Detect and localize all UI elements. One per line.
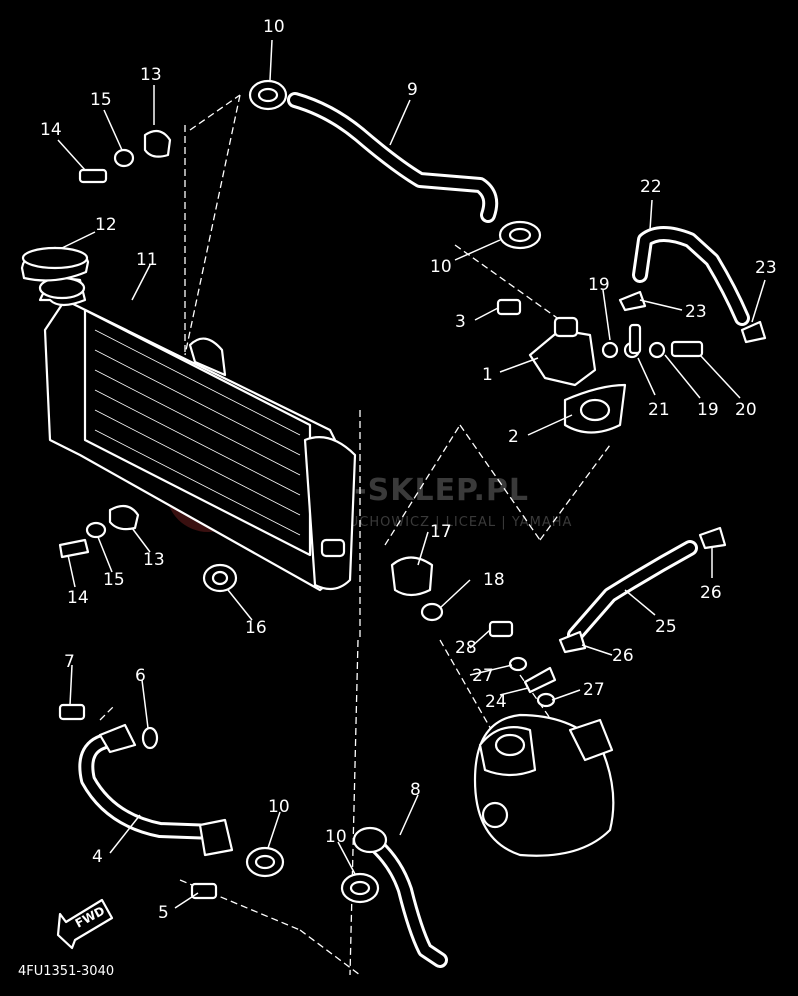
hose-clamps [245, 79, 542, 904]
callout-20: 20 [735, 400, 757, 420]
callout-18: 18 [483, 570, 505, 590]
callout-leaders [57, 39, 766, 909]
callout-27-left: 27 [472, 666, 494, 686]
small-parts [58, 129, 767, 900]
radiator-cap [20, 246, 90, 282]
hose-4 [78, 723, 234, 857]
callout-8: 8 [410, 780, 421, 800]
callout-22: 22 [640, 177, 662, 197]
callout-26-mid: 26 [612, 646, 634, 666]
callout-13-top: 13 [140, 65, 162, 85]
callout-13-bottom: 13 [143, 550, 165, 570]
hose-22 [632, 226, 750, 326]
callout-14-top: 14 [40, 120, 62, 140]
callout-25: 25 [655, 617, 677, 637]
thermostat-housing [390, 316, 627, 622]
callout-24: 24 [485, 692, 507, 712]
radiator [38, 276, 357, 592]
callout-16: 16 [245, 618, 267, 638]
fwd-arrow-icon: FWD [56, 898, 114, 950]
callout-10-bottom: 10 [325, 827, 347, 847]
callout-17: 17 [430, 522, 452, 542]
callout-27-right: 27 [583, 680, 605, 700]
diagram-code: 4FU1351-3040 [18, 964, 114, 979]
callout-2: 2 [508, 427, 519, 447]
hose-25 [567, 540, 698, 643]
callout-14-bottom: 14 [67, 588, 89, 608]
water-pump [473, 713, 615, 857]
callout-10-top: 10 [263, 17, 285, 37]
callout-9: 9 [407, 80, 418, 100]
callout-23-right: 23 [755, 258, 777, 278]
callout-15-bottom: 15 [103, 570, 125, 590]
callout-5: 5 [158, 903, 169, 923]
callout-4: 4 [92, 847, 103, 867]
callout-7: 7 [64, 652, 75, 672]
callout-10-mid: 10 [430, 257, 452, 277]
callout-15-top: 15 [90, 90, 112, 110]
hose-9 [287, 92, 499, 223]
callout-21: 21 [648, 400, 670, 420]
callout-28: 28 [455, 638, 477, 658]
callout-11: 11 [136, 250, 158, 270]
callout-12: 12 [95, 215, 117, 235]
callout-19-bottom: 19 [697, 400, 719, 420]
callout-1: 1 [482, 365, 493, 385]
callout-10-lower: 10 [268, 797, 290, 817]
callout-23-mid: 23 [685, 302, 707, 322]
hose-8 [352, 826, 448, 968]
callout-3: 3 [455, 312, 466, 332]
callout-19-top: 19 [588, 275, 610, 295]
callout-labels: 10 9 13 15 14 12 11 10 22 23 3 19 23 1 2… [40, 17, 777, 923]
callout-6: 6 [135, 666, 146, 686]
callout-26-right: 26 [700, 583, 722, 603]
